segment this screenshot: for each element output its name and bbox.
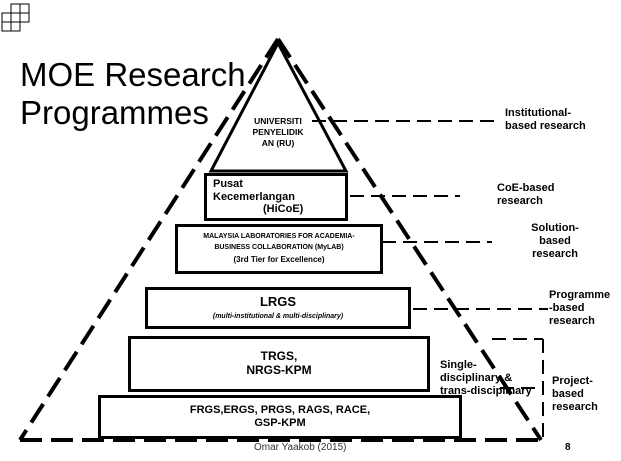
tier-lrgs: LRGS (multi-institutional & multi-discip…	[145, 287, 411, 329]
label-single-line1: Single-	[440, 359, 477, 371]
label-coe-line2: research	[497, 195, 543, 207]
label-programme-line2: -based	[549, 302, 585, 314]
label-single-disciplinary: Single- disciplinary & trans-disciplinar…	[440, 359, 532, 398]
label-project-line1: Project-	[552, 375, 593, 387]
page-title-line1: MOE Research	[20, 56, 246, 93]
tier-hicoe-line3: (HiCoE)	[263, 203, 304, 216]
tier-lrgs-line2: (multi-institutional & multi-disciplinar…	[212, 312, 344, 320]
label-institutional-line2: based research	[505, 120, 586, 132]
tier-mylab-line1: MALAYSIA LABORATORIES FOR ACADEMIA-	[203, 233, 355, 241]
tier-hicoe-line2: Kecemerlangan	[213, 190, 295, 203]
tier-frgs-line2: GSP-KPM	[254, 417, 306, 429]
label-solution-line3: research	[532, 248, 578, 260]
tier-ru-line1: UNIVERSITI	[254, 116, 302, 126]
label-project-line2: based	[552, 388, 584, 400]
label-project: Project- based research	[552, 375, 598, 414]
page-number: 8	[565, 442, 571, 453]
label-single-line2: disciplinary &	[440, 372, 513, 384]
label-coe: CoE-based research	[497, 182, 554, 208]
tier-hicoe-line1: Pusat	[213, 178, 243, 191]
tier-frgs: FRGS,ERGS, PRGS, RAGS, RACE, GSP-KPM	[98, 395, 462, 439]
label-solution: Solution- based research	[525, 222, 585, 261]
page-title-line2: Programmes	[20, 94, 209, 131]
tier-mylab-line2: BUSINESS COLLABORATION (MyLAB)	[214, 244, 344, 252]
page-title: MOE Research Programmes	[20, 56, 246, 132]
label-solution-line2: based	[539, 235, 571, 247]
tier-ru-line3: AN (RU)	[261, 138, 295, 148]
label-solution-line1: Solution-	[531, 222, 579, 234]
label-programme: Programme -based research	[549, 289, 610, 328]
ru-triangle	[208, 39, 349, 173]
leader-lines	[312, 120, 548, 440]
tier-trgs: TRGS, NRGS-KPM	[128, 336, 430, 392]
tier-ru-line2: PENYELIDIK	[252, 127, 304, 137]
label-institutional: Institutional- based research	[505, 107, 586, 133]
tier-mylab-line3: (3rd Tier for Excellence)	[233, 255, 325, 265]
footer-credit: Omar Yaakob (2015)	[254, 442, 347, 453]
tier-ru: UNIVERSITI PENYELIDIK AN (RU)	[232, 116, 324, 149]
tier-mylab: MALAYSIA LABORATORIES FOR ACADEMIA- BUSI…	[175, 224, 383, 274]
pyramid-outline	[18, 37, 543, 442]
logo-icon	[1, 3, 30, 32]
label-coe-line1: CoE-based	[497, 182, 555, 194]
tier-hicoe: Pusat Kecemerlangan (HiCoE)	[204, 173, 348, 221]
label-programme-line3: research	[549, 315, 595, 327]
tier-lrgs-line1: LRGS	[259, 294, 297, 309]
label-institutional-line1: Institutional-	[505, 107, 571, 119]
tier-trgs-line1: TRGS,	[260, 349, 298, 364]
label-single-line3: trans-disciplinary	[440, 385, 532, 397]
label-programme-line1: Programme	[549, 289, 611, 301]
tier-frgs-line1: FRGS,ERGS, PRGS, RAGS, RACE,	[189, 404, 371, 417]
tier-trgs-line2: NRGS-KPM	[246, 363, 312, 377]
label-project-line3: research	[552, 401, 598, 413]
